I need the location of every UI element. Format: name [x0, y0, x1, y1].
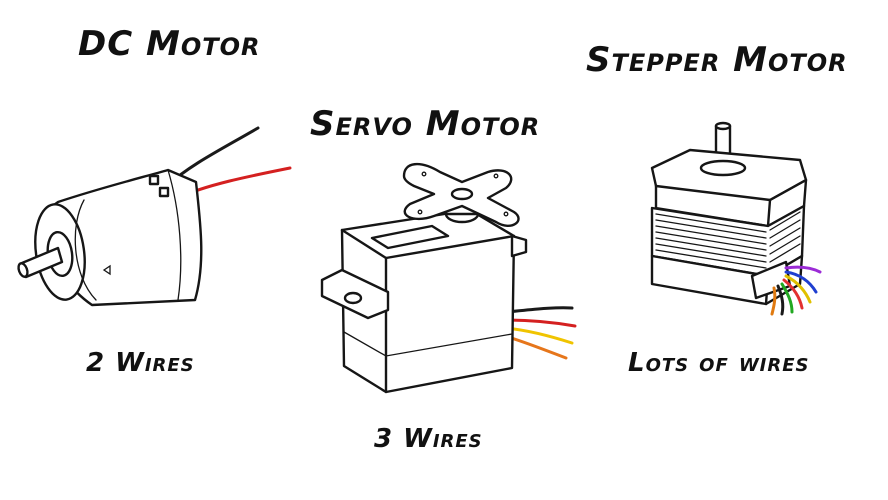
servo-black-wire [503, 306, 574, 314]
servo-motor-title: Servo Motor [310, 104, 541, 144]
dc-motor-title: DC Motor [78, 24, 261, 64]
stepper-wire-bundle [770, 265, 822, 316]
servo-red-wire [503, 318, 577, 328]
stepper-motor-illustration [650, 121, 822, 316]
servo-motor-wires-label: 3 Wires [374, 424, 483, 454]
servo-motor-illustration [320, 163, 577, 394]
dc-motor-wires-label: 2 Wires [86, 348, 195, 378]
stepper-motor-wires-label: Lots of wires [628, 348, 810, 378]
dc-motor-illustration [17, 126, 292, 307]
stepper-motor-title: Stepper Motor [586, 40, 848, 80]
